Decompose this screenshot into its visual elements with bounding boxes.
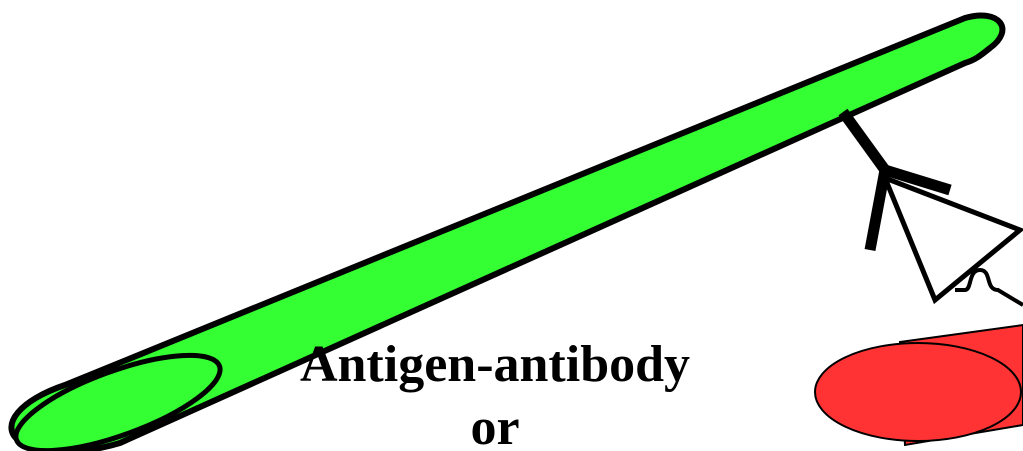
antigen-triangle [885,178,1020,300]
or-label: or [280,398,710,451]
antigen-antibody-label: Antigen-antibody [280,335,710,395]
red-cylinder [815,325,1023,445]
antibody-arm-left [870,170,885,250]
red-cylinder-end [815,343,1021,441]
antibody-stem [843,112,885,170]
